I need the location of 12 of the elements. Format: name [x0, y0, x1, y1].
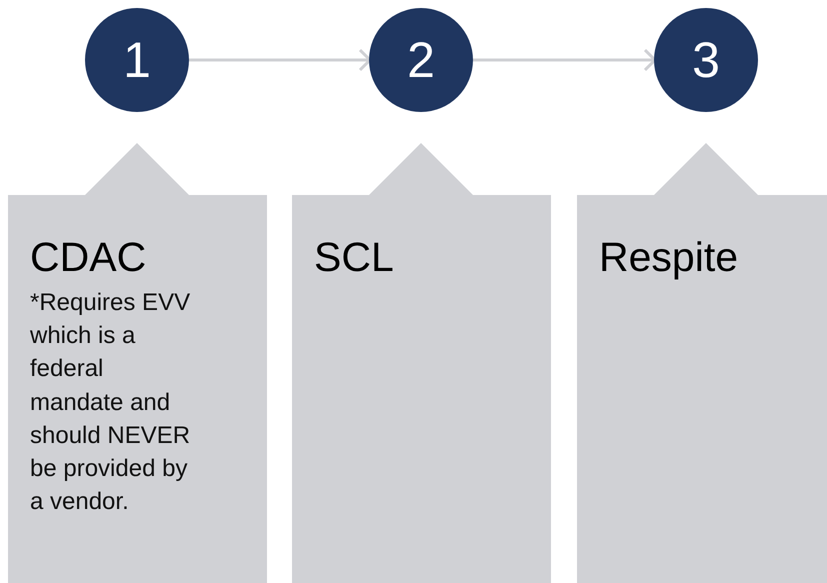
step-card [577, 143, 827, 583]
card-heading: Respite [599, 233, 738, 282]
step-number: 2 [407, 35, 435, 85]
card-heading: SCL [314, 233, 394, 282]
arrow [189, 48, 372, 72]
card-heading: CDAC [30, 233, 146, 282]
step-card [292, 143, 551, 583]
arrow [473, 48, 656, 72]
step-number: 3 [692, 35, 720, 85]
card-note: *Requires EVV which is a federal mandate and should NEVER be provided by a vendor. [30, 288, 192, 517]
step-card [8, 143, 267, 583]
step-number: 1 [123, 35, 151, 85]
